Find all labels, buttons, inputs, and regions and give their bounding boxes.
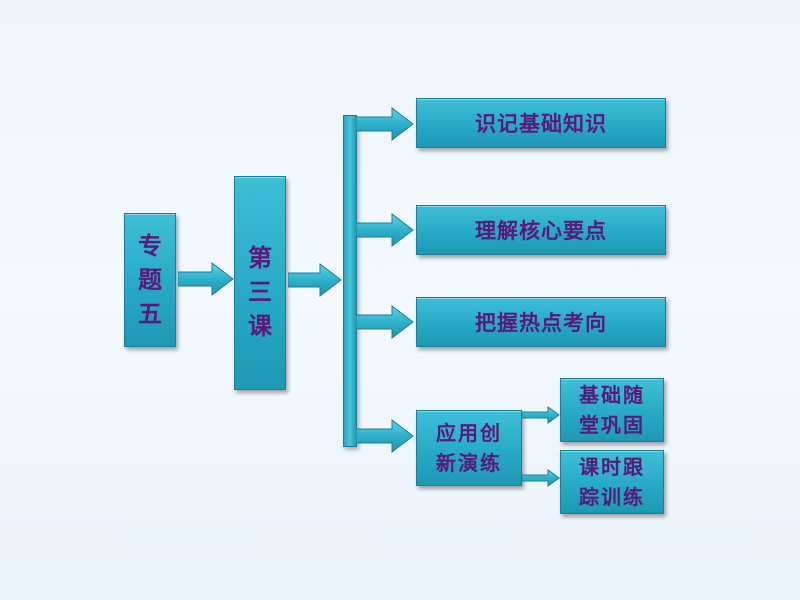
section-4-line-2: 新演练 <box>436 451 502 475</box>
arrow-to-section-3 <box>356 304 414 340</box>
subsection-1-line-2: 堂巩固 <box>579 413 645 437</box>
subsection-box-1: 基础随 堂巩固 <box>560 378 664 442</box>
lesson-char-3: 课 <box>248 312 272 340</box>
arrow-to-section-4 <box>356 418 414 454</box>
topic-char-1: 专 <box>138 232 162 260</box>
section-box-1: 识记基础知识 <box>416 98 666 148</box>
subsection-1-line-1: 基础随 <box>579 383 645 407</box>
section-box-2: 理解核心要点 <box>416 205 666 255</box>
arrow-topic-to-lesson <box>178 261 234 297</box>
section-4-line-1: 应用创 <box>436 421 502 445</box>
lesson-box: 第 三 课 <box>234 176 286 390</box>
arrow-to-subsection-1 <box>522 406 560 424</box>
subsection-2-line-2: 踪训练 <box>579 485 645 509</box>
topic-char-3: 五 <box>138 300 162 328</box>
subsection-2-line-1: 课时跟 <box>579 455 645 479</box>
arrow-to-section-1 <box>356 106 414 142</box>
section-label-1: 识记基础知识 <box>475 112 607 136</box>
topic-box: 专 题 五 <box>124 213 176 347</box>
arrow-to-section-2 <box>356 212 414 248</box>
section-box-3: 把握热点考向 <box>416 297 666 347</box>
section-label-2: 理解核心要点 <box>475 219 607 243</box>
subsection-box-2: 课时跟 踪训练 <box>560 450 664 514</box>
section-label-3: 把握热点考向 <box>475 311 607 335</box>
lesson-char-1: 第 <box>248 244 272 272</box>
lesson-char-2: 三 <box>248 278 272 306</box>
section-box-4: 应用创 新演练 <box>416 410 522 486</box>
arrow-lesson-to-bar <box>288 262 342 298</box>
arrow-to-subsection-2 <box>522 469 560 487</box>
vertical-connector-bar <box>343 115 357 447</box>
topic-char-2: 题 <box>138 266 162 294</box>
